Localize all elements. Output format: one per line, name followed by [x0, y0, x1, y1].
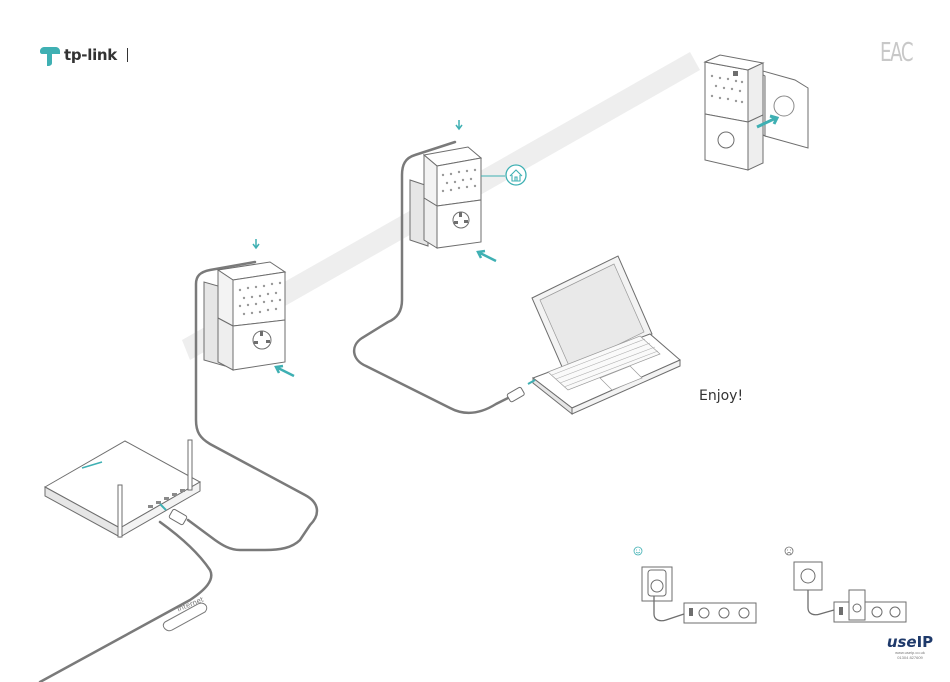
- useip-logo: useIP: [880, 634, 940, 650]
- brand-name: tp-link: [64, 46, 117, 64]
- tp-link-logo-icon: [40, 44, 60, 66]
- down-arrow-icon: [456, 120, 462, 129]
- push-arrow-icon: [478, 251, 496, 261]
- useip-phone: 01304 827609: [880, 655, 940, 660]
- powerline-adapter-1: [204, 262, 285, 370]
- router-cable-plug: [160, 504, 187, 525]
- brand-logo: tp-link: [40, 44, 128, 66]
- powerline-adapter-2: [410, 147, 505, 248]
- happy-face-icon: [634, 547, 642, 555]
- correct-wall-plug-example: [642, 567, 756, 623]
- eac-certification-mark: EAC: [880, 38, 912, 68]
- logo-divider: [127, 48, 128, 62]
- useip-logo-part2: IP: [917, 633, 934, 651]
- useip-footer-logo: useIP www.useip.co.uk 01304 827609: [880, 634, 940, 660]
- enjoy-label: Enjoy!: [699, 388, 743, 404]
- push-arrow-icon: [276, 366, 294, 376]
- laptop-cable-plug: [507, 380, 535, 402]
- laptop: [532, 256, 680, 414]
- down-arrow-icon: [253, 239, 259, 248]
- incorrect-power-strip-example: [794, 562, 906, 622]
- home-icon: [506, 165, 526, 185]
- powerline-adapter-3: [705, 55, 763, 170]
- useip-logo-part1: use: [887, 633, 917, 651]
- sad-face-icon: [785, 547, 793, 555]
